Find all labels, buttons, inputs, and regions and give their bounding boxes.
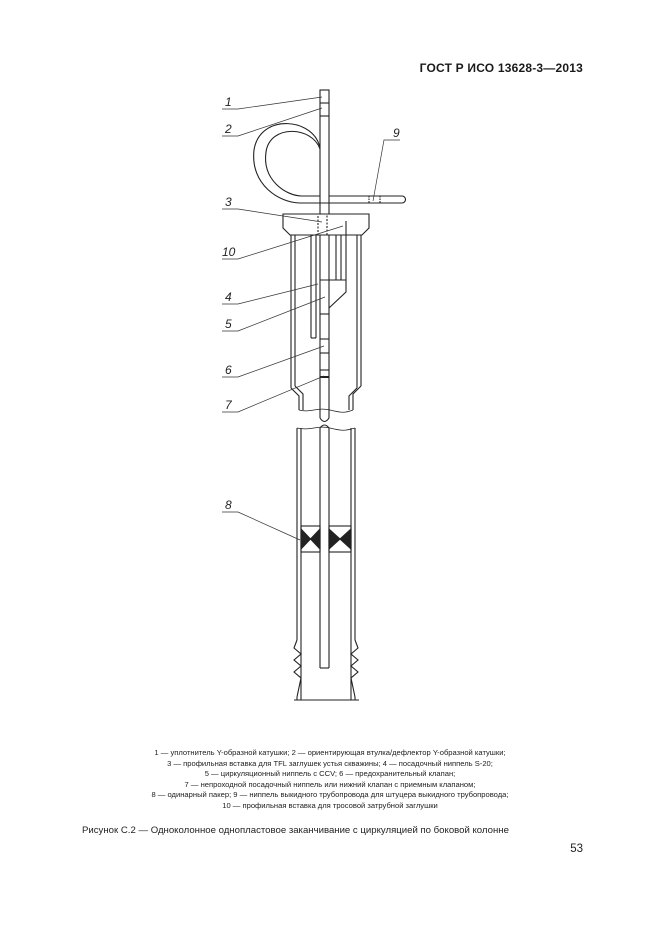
figure-caption: Рисунок С.2 — Одноколонное однопластовое… — [82, 825, 509, 836]
callout-5: 5 — [225, 317, 232, 331]
well-completion-diagram: 1 2 3 10 4 5 6 7 8 9 — [222, 89, 407, 701]
legend-line: 7 — непроходной посадочный ниппель или н… — [184, 779, 476, 789]
legend-line: 8 — одинарный пакер; 9 — ниппель выкидно… — [151, 790, 509, 800]
page-number: 53 — [570, 843, 583, 855]
callout-7: 7 — [225, 398, 233, 412]
figure-legend: 1 — уплотнитель Y-образной катушки; 2 — … — [60, 748, 600, 812]
callout-6: 6 — [225, 363, 232, 377]
legend-line: 1 — уплотнитель Y-образной катушки; 2 — … — [154, 748, 506, 757]
callout-4: 4 — [225, 290, 232, 304]
legend-line: 10 — профильная вставка для тросовой зат… — [222, 800, 438, 810]
callout-1: 1 — [225, 95, 232, 109]
callout-labels: 1 2 3 10 4 5 6 7 8 9 — [222, 95, 400, 512]
callout-2: 2 — [224, 122, 232, 136]
callout-9: 9 — [393, 126, 400, 140]
standard-header: ГОСТ Р ИСО 13628-3—2013 — [419, 61, 583, 75]
legend-line: 3 — профильная вставка для TFL заглушек … — [167, 758, 493, 768]
callout-8: 8 — [225, 498, 232, 512]
legend-line: 5 — циркуляционный ниппель с CCV; 6 — пр… — [204, 769, 456, 779]
callout-3: 3 — [225, 195, 232, 209]
callout-10: 10 — [222, 245, 236, 259]
